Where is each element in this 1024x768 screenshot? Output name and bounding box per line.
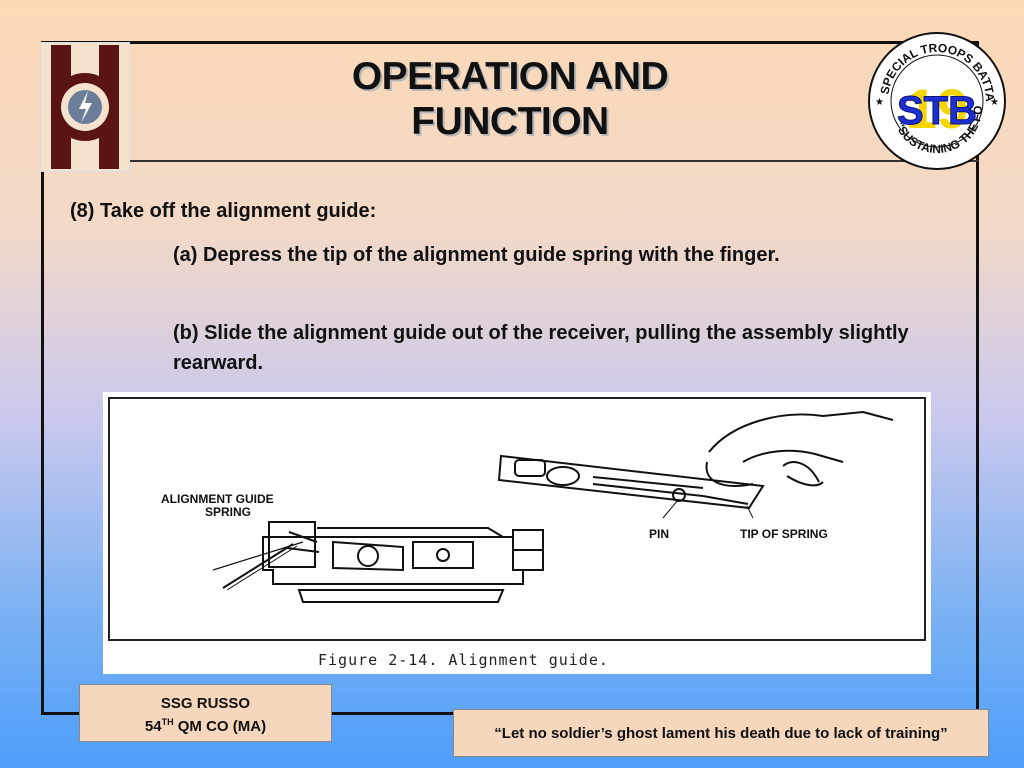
step-8-text: (8) Take off the alignment guide: <box>70 200 377 222</box>
title-divider <box>128 160 979 162</box>
label-tip-of-spring: TIP OF SPRING <box>740 527 828 541</box>
figure-illustration: ALIGNMENT GUIDE SPRING PIN TIP OF SPRING… <box>108 397 926 669</box>
author-box: SSG RUSSO 54TH QM CO (MA) <box>79 684 332 742</box>
stb-seal: SPECIAL TROOPS BATTALION "SUSTAINING THE… <box>861 19 1008 172</box>
title-line-1: OPERATION AND <box>351 55 669 98</box>
star-icon: ★ <box>875 97 884 108</box>
star-icon: ★ <box>990 97 999 108</box>
label-pin: PIN <box>649 527 669 541</box>
label-alignment-guide-spring-1: ALIGNMENT GUIDE <box>161 492 274 506</box>
figure-caption: Figure 2-14. Alignment guide. <box>318 651 609 669</box>
training-quote: “Let no soldier’s ghost lament his death… <box>494 725 948 742</box>
author-name: SSG RUSSO <box>160 695 251 712</box>
slide-title: OPERATION AND FUNCTION <box>260 54 760 144</box>
author-unit: 54TH QM CO (MA) <box>144 717 267 735</box>
alignment-guide-drawing <box>497 410 894 510</box>
seal-number: 19 <box>906 77 968 140</box>
seal-letters: STB <box>897 89 977 133</box>
step-8b-text: (b) Slide the alignment guide out of the… <box>173 322 909 374</box>
receiver-drawing <box>212 521 544 603</box>
quote-box: “Let no soldier’s ghost lament his death… <box>453 709 989 757</box>
step-8a-text: (a) Depress the tip of the alignment gui… <box>173 244 780 266</box>
unit-emblem <box>40 42 130 172</box>
title-line-2: FUNCTION <box>411 100 609 143</box>
alignment-guide-figure: ALIGNMENT GUIDE SPRING PIN TIP OF SPRING… <box>103 392 931 674</box>
lightning-bolt-icon <box>79 91 92 123</box>
unit-emblem-graphic <box>43 45 127 169</box>
leader-lines <box>662 499 754 519</box>
label-alignment-guide-spring-2: SPRING <box>205 505 251 519</box>
